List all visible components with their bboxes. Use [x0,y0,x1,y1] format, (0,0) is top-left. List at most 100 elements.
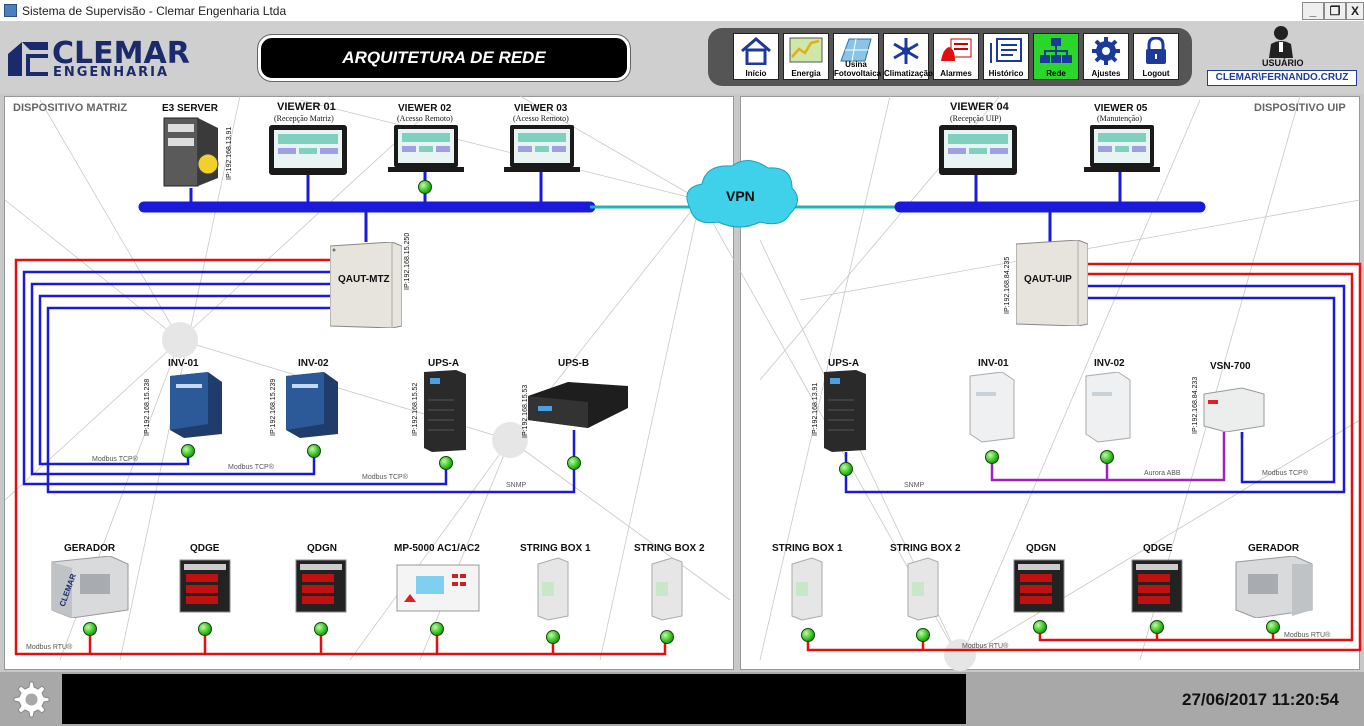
nav-label: Energia [791,69,821,78]
inverter-icon[interactable] [168,372,224,440]
ups-tower-icon[interactable] [822,370,868,452]
upsa-uip-ip: IP:192.168.13.91 [812,382,819,436]
nav-button-usina[interactable]: Usina Fotovoltaica [833,33,882,80]
status-led-inv01 [181,444,195,458]
monitor-icon[interactable] [938,124,1018,176]
ups-rack-icon[interactable] [528,380,630,430]
power-meter-icon[interactable] [1012,558,1068,614]
nav-button-ajustes[interactable]: Ajustes [1083,33,1129,80]
proto-modbus-rtu: Modbus RTU® [962,643,1009,650]
vsn700-label: VSN-700 [1210,361,1251,372]
generator-icon[interactable] [1234,556,1314,618]
viewer05-label: VIEWER 05 [1094,103,1148,114]
server-icon[interactable] [162,116,222,188]
status-led-sb1-uip [801,628,815,642]
nav-button-historico[interactable]: Histórico [983,33,1029,80]
mp5000-label: MP-5000 AC1/AC2 [394,543,480,554]
proto-snmp: SNMP [506,482,527,489]
nav-button-logout[interactable]: Logout [1133,33,1179,80]
panel-cabinet-icon[interactable] [330,242,402,328]
user-name-field[interactable]: CLEMAR\FERNANDO.CRUZ [1207,70,1357,86]
status-led-inv02 [307,444,321,458]
ups-tower-icon[interactable] [422,370,468,452]
user-avatar-icon [1269,26,1293,58]
nav-button-climatizacao[interactable]: Climatização [883,33,933,80]
qaut-uip-label: QAUT-UIP [1024,274,1072,285]
inv02-uip-label: INV-02 [1094,358,1125,369]
viewer02-sub: (Acesso Remoto) [397,114,453,123]
qaut-uip-ip: IP:192.168.84.235 [1004,256,1011,314]
vpn-label: VPN [726,188,755,204]
proto-snmp: SNMP [904,482,925,489]
inverter-icon[interactable] [284,372,340,440]
status-led-viewer02 [418,180,432,194]
nav-label: Ajustes [1091,69,1121,78]
minimize-button[interactable]: _ [1302,2,1324,20]
sb1-mtz-label: STRING BOX 1 [520,543,591,554]
string-box-icon[interactable] [906,556,940,622]
upsa-uip-label: UPS-A [828,358,860,369]
proto-modbus-rtu: Modbus RTU® [26,644,73,651]
window-title: Sistema de Supervisão - Clemar Engenhari… [22,4,287,18]
monitor-icon[interactable] [268,124,348,176]
section-matriz-label: DISPOSITIVO MATRIZ [13,102,128,114]
nav-button-inicio[interactable]: Início [733,33,779,80]
gerador-uip-label: GERADOR [1248,543,1300,554]
string-box-icon[interactable] [536,556,570,622]
viewer01-sub: (Recepção Matriz) [274,114,334,123]
app-icon [4,4,17,17]
nav-label: Alarmes [940,69,972,78]
status-led-upsa-uip [839,462,853,476]
data-logger-icon[interactable] [1202,386,1266,432]
upsb-label: UPS-B [558,358,590,369]
sb2-mtz-label: STRING BOX 2 [634,543,705,554]
proto-modbus-tcp: Modbus TCP® [362,474,408,481]
viewer01-label: VIEWER 01 [277,101,336,113]
viewer03-label: VIEWER 03 [514,103,568,114]
status-led-gerador-uip [1266,620,1280,634]
restore-button[interactable]: ❐ [1324,2,1346,20]
power-meter-icon[interactable] [178,558,234,614]
sb2-uip-label: STRING BOX 2 [890,543,961,554]
viewer03-sub: (Acesso Remoto) [513,114,569,123]
qdge-mtz-label: QDGE [190,543,220,554]
inv01-label: INV-01 [168,358,199,369]
inv01-uip-label: INV-01 [978,358,1009,369]
proto-aurora: Aurora ABB [1144,470,1181,477]
nav-label: Usina Fotovoltaica [834,60,882,78]
string-box-icon[interactable] [650,556,684,622]
laptop-icon[interactable] [504,124,580,174]
power-meter-icon[interactable] [294,558,350,614]
viewer02-label: VIEWER 02 [398,103,452,114]
nav-button-alarmes[interactable]: Alarmes [933,33,979,80]
proto-modbus-tcp: Modbus TCP® [92,456,138,463]
inverter-icon[interactable] [968,372,1016,444]
string-box-icon[interactable] [790,556,824,622]
settings-gear-icon[interactable] [10,678,50,718]
nav-label: Histórico [988,69,1024,78]
generator-icon[interactable]: CLEMAR [50,556,130,618]
e3-server-label: E3 SERVER [162,103,218,114]
panel-cabinet-icon[interactable] [1016,240,1088,326]
status-led-upsa-mtz [439,456,453,470]
inverter-icon[interactable] [1084,372,1132,444]
section-uip-label: DISPOSITIVO UIP [1254,102,1346,114]
laptop-icon[interactable] [1084,124,1160,174]
nav-label: Início [745,69,767,78]
sb1-uip-label: STRING BOX 1 [772,543,843,554]
status-led-upsb [567,456,581,470]
status-led-sb2-mtz [660,630,674,644]
nav-button-energia[interactable]: Energia [783,33,829,80]
power-meter-icon[interactable] [1130,558,1186,614]
matriz-panel [4,96,734,670]
inv01-ip: IP:192.168.15.238 [144,378,151,436]
status-led-qdgn-uip [1033,620,1047,634]
laptop-icon[interactable] [388,124,464,174]
qdgn-uip-label: QDGN [1026,543,1056,554]
qdge-uip-label: QDGE [1143,543,1173,554]
e3-server-ip: IP:192.168.13.91 [226,126,233,180]
proto-modbus-rtu: Modbus RTU® [1284,632,1331,639]
nav-button-rede[interactable]: Rede [1033,33,1079,80]
controller-icon[interactable] [396,564,480,612]
user-label: USUÁRIO [1262,58,1304,68]
